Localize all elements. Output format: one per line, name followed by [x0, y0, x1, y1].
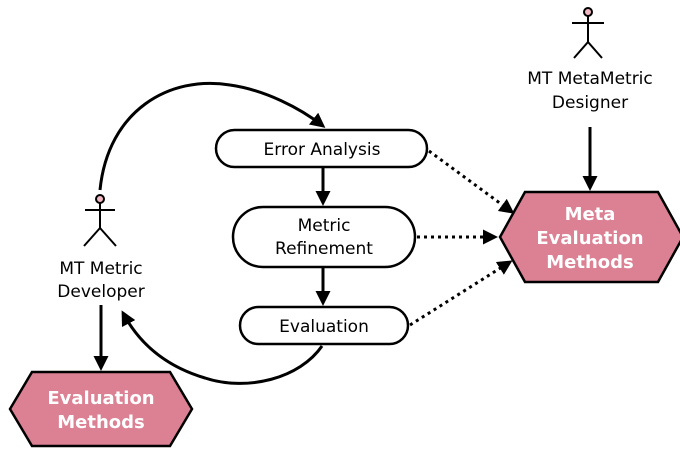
meta-methods-label-line2: Evaluation — [536, 228, 643, 249]
metric-refinement-label-line2: Refinement — [275, 239, 373, 259]
error-analysis-label: Error Analysis — [264, 140, 381, 160]
meta-methods-label-line3: Methods — [546, 252, 634, 273]
meta-evaluation-methods-hexagon — [498, 190, 680, 284]
designer-label-line1: MT MetaMetric — [527, 69, 653, 89]
developer-actor-icon — [83, 194, 117, 247]
metric-refinement-node — [231, 205, 417, 269]
designer-actor-icon — [572, 7, 604, 59]
metric-refinement-label-line1: Metric — [298, 216, 351, 236]
dotted-arrow-evaluation-to-meta — [409, 260, 513, 327]
developer-label-line2: Developer — [57, 282, 144, 302]
designer-label-line2: Designer — [552, 93, 628, 113]
evaluation-label: Evaluation — [279, 317, 369, 337]
meta-methods-label-line1: Meta — [565, 204, 616, 225]
arrow-developer-to-error-analysis — [98, 81, 326, 191]
actor-head — [95, 194, 105, 204]
evaluation-methods-hexagon — [8, 370, 194, 448]
evaluation-node — [238, 305, 410, 346]
evaluation-methods-label-line1: Evaluation — [47, 388, 154, 409]
evaluation-methods-label-line2: Methods — [57, 412, 145, 433]
actor-head — [583, 7, 593, 17]
dotted-arrow-error-to-meta — [428, 149, 515, 214]
developer-label-line1: MT Metric — [59, 259, 142, 279]
error-analysis-node — [214, 128, 429, 169]
arrow-evaluation-to-developer — [121, 310, 324, 385]
